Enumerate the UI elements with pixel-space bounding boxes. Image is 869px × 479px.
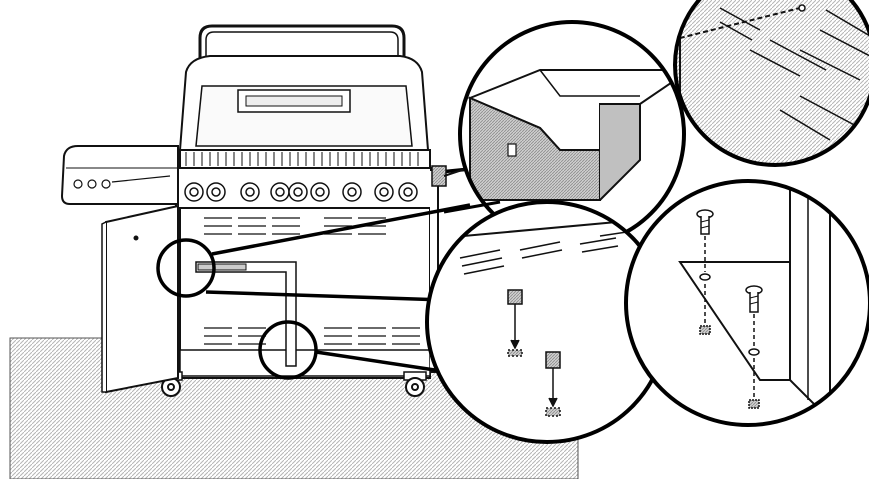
vent-slots-bottom <box>204 327 420 345</box>
cabinet-door <box>101 204 179 394</box>
control-knobs <box>184 182 418 202</box>
callout-bracket-screws <box>624 179 869 427</box>
leader-lines-upper <box>443 200 501 214</box>
callout-rail-detail <box>458 20 686 248</box>
side-burner <box>60 145 179 205</box>
clip-icon <box>545 351 561 417</box>
callout-ring-upper <box>156 238 216 298</box>
callout-screw-top <box>673 0 869 167</box>
callout-ring-lower <box>258 320 318 380</box>
screw-icon <box>745 285 763 409</box>
screw-icon <box>696 209 714 335</box>
clip-icon <box>507 289 523 357</box>
grill-unit <box>159 24 439 397</box>
vent-slots-top <box>204 217 386 235</box>
